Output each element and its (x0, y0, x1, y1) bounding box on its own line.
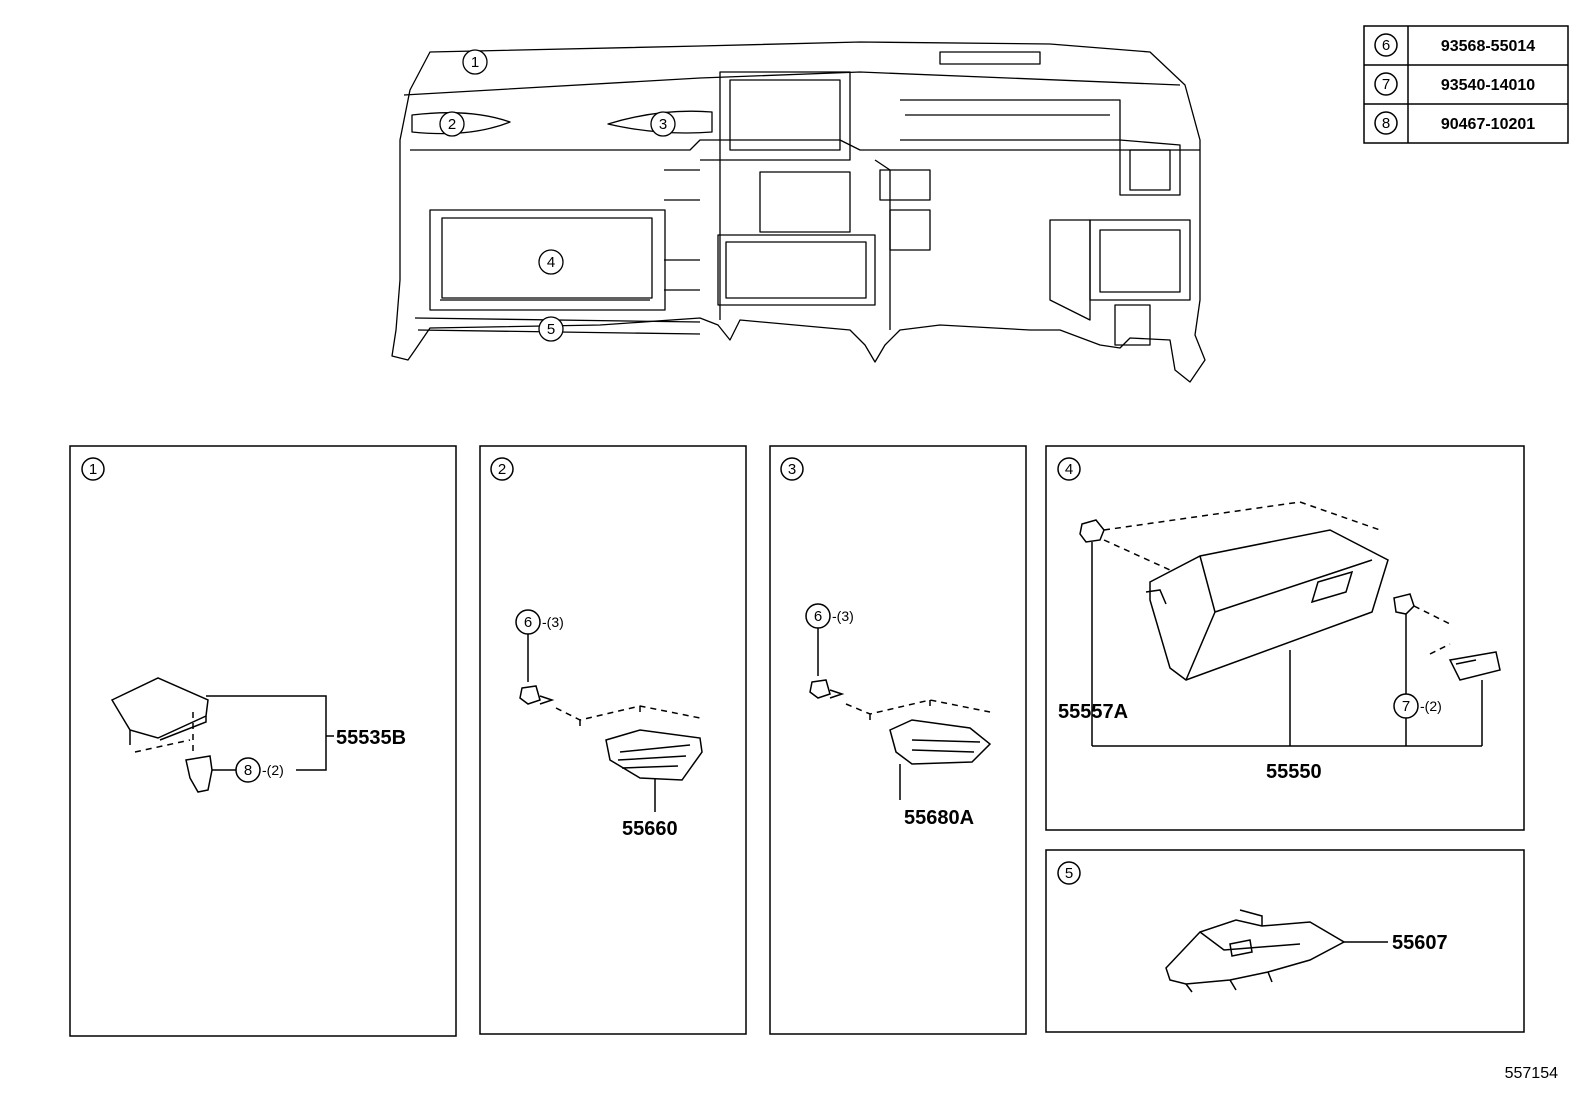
panel-4-main-part-number[interactable]: 55550 (1266, 761, 1322, 783)
clip-drawing (185, 755, 213, 793)
panel-2-fastener-key[interactable]: 6 (524, 614, 532, 631)
part-55680A-drawing (889, 719, 992, 765)
legend-part-6[interactable]: 93568-55014 (1441, 38, 1535, 55)
legend-table (1363, 25, 1569, 144)
part-55607-drawing (1165, 919, 1346, 985)
legend-key-6: 6 (1382, 37, 1390, 54)
panel-4-fastener-key[interactable]: 7 (1402, 698, 1410, 715)
panel-3-fastener-qty: -(3) (832, 608, 854, 624)
panel-2-fastener-qty: -(3) (542, 614, 564, 630)
legend-key-8: 8 (1382, 115, 1390, 132)
panel-2-index: 2 (498, 461, 506, 478)
overview-callout-2[interactable]: 2 (448, 116, 456, 133)
panel-1-fastener-key[interactable]: 8 (244, 762, 252, 779)
overview-callout-1[interactable]: 1 (471, 54, 479, 71)
panel-5-part-number[interactable]: 55607 (1392, 932, 1448, 954)
figure-number: 557154 (1505, 1065, 1558, 1082)
panel-1-index: 1 (89, 461, 97, 478)
panel-4-side-part-number[interactable]: 55557A (1058, 701, 1128, 723)
panel-4 (1045, 445, 1525, 831)
screw-6-drawing-2 (809, 679, 845, 699)
panel-1 (69, 445, 457, 1037)
panel-3-part-number[interactable]: 55680A (904, 807, 974, 829)
panel-1-part-number[interactable]: 55535B (336, 727, 406, 749)
overview-callout-4[interactable]: 4 (547, 254, 555, 271)
panel-1-fastener-qty: -(2) (262, 762, 284, 778)
bumper-7-drawing (1393, 593, 1415, 615)
panel-4-fastener-qty: -(2) (1420, 698, 1442, 714)
damper-drawing (1448, 651, 1501, 681)
legend-key-7: 7 (1382, 76, 1390, 93)
panel-5-index: 5 (1065, 865, 1073, 882)
bumper-55557A-drawing (1079, 519, 1105, 543)
panel-4-index: 4 (1065, 461, 1073, 478)
panel-3-index: 3 (788, 461, 796, 478)
panel-3 (769, 445, 1027, 1035)
overview-callout-3[interactable]: 3 (659, 116, 667, 133)
screw-6-drawing (519, 685, 555, 705)
part-55660-drawing (605, 729, 703, 781)
part-55550-drawing (1149, 529, 1389, 681)
panel-5 (1045, 849, 1525, 1033)
panel-2 (479, 445, 747, 1035)
overview-callout-5[interactable]: 5 (547, 321, 555, 338)
panel-3-fastener-key[interactable]: 6 (814, 608, 822, 625)
legend-part-8[interactable]: 90467-10201 (1441, 116, 1535, 133)
dashboard-overview-drawing (391, 41, 1206, 383)
panel-2-part-number[interactable]: 55660 (622, 818, 678, 840)
legend-part-7[interactable]: 93540-14010 (1441, 77, 1535, 94)
overview-callout-circles (439, 49, 676, 342)
